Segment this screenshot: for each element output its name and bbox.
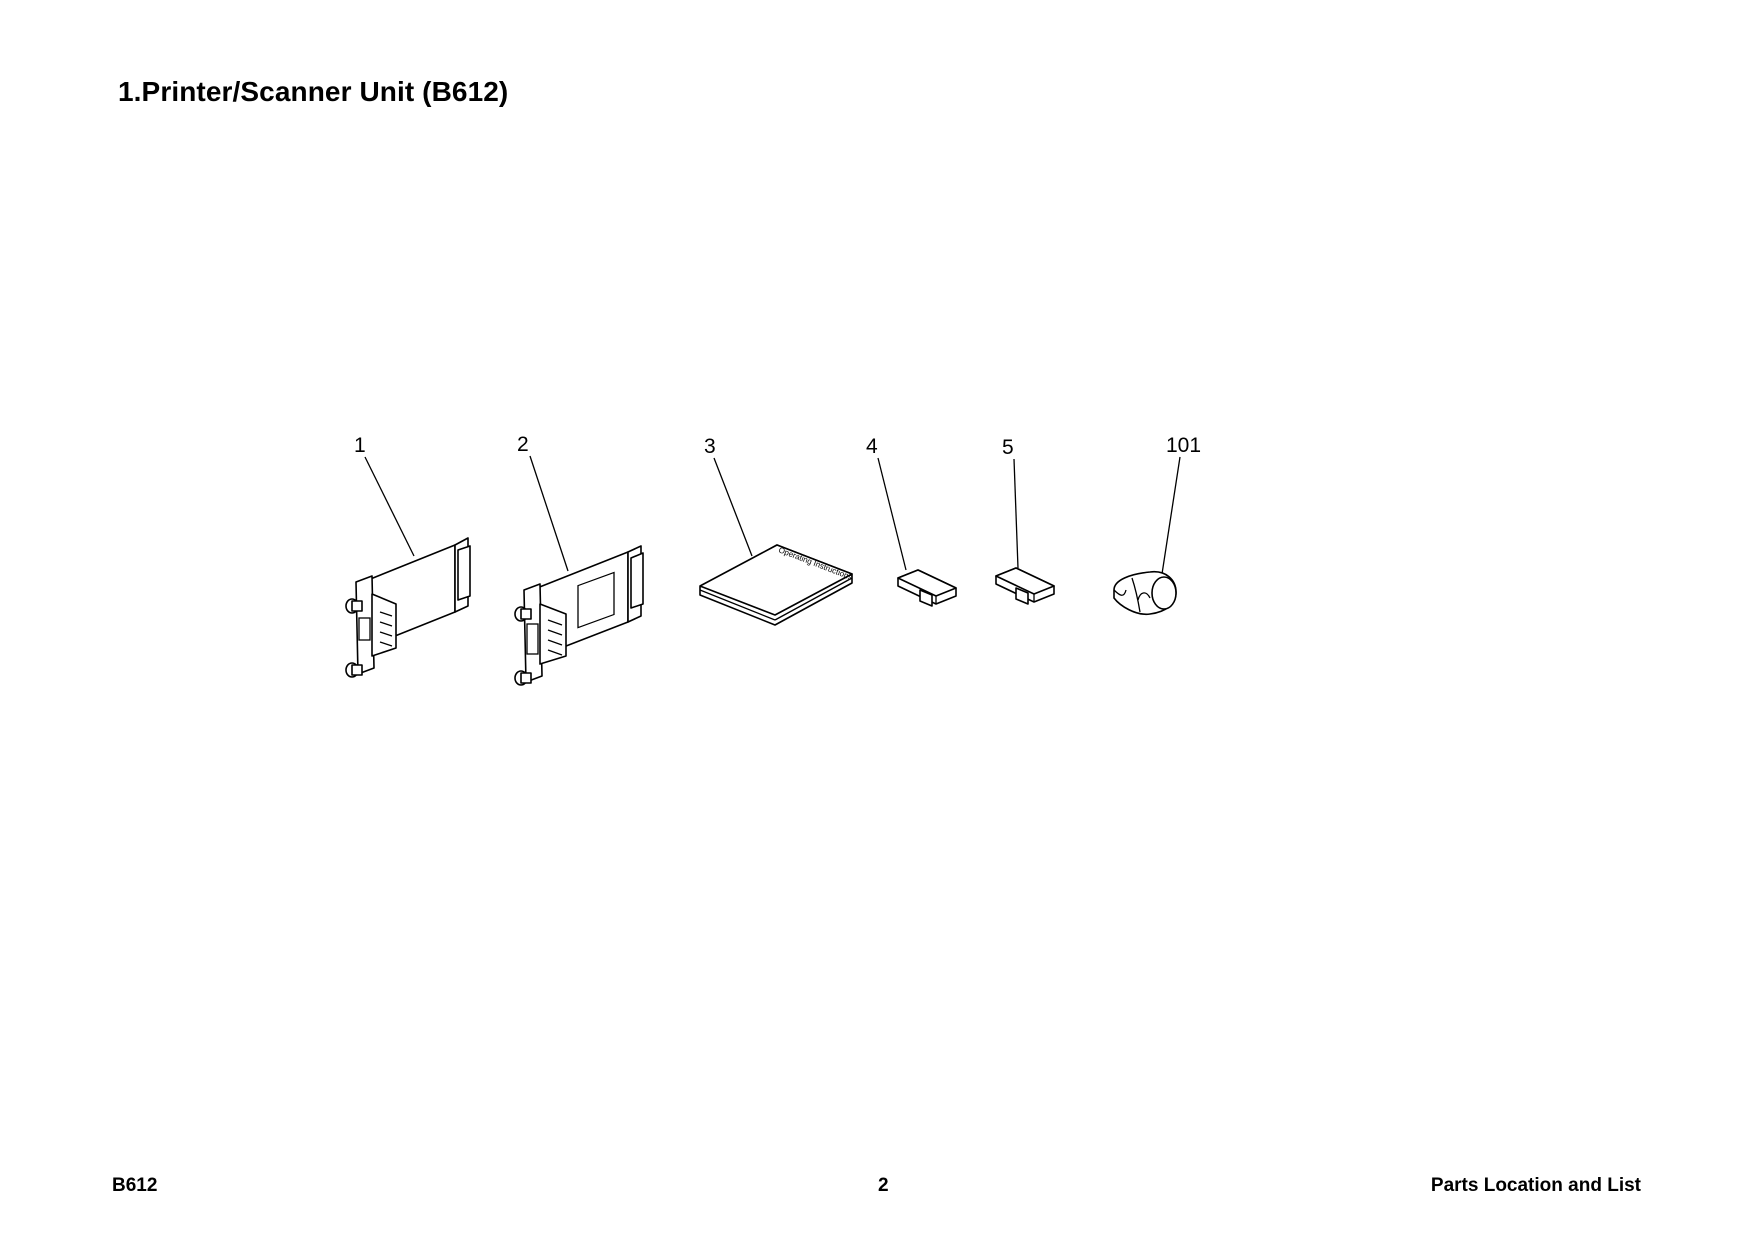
footer-section: Parts Location and List [1430,1175,1641,1196]
leader-line-101 [1161,456,1181,575]
leader-line-1 [364,456,415,557]
part-3-manual: 3 Operating Instructions [699,435,854,626]
part-1-controller-board: 1 [345,434,471,678]
callout-label-1: 1 [354,434,366,457]
part-5-clip: 5 [995,436,1055,605]
page-title: 1.Printer/Scanner Unit (B612) [118,76,509,107]
part-101-ferrite-core: 101 [1113,434,1201,616]
footer-page-number: 2 [878,1175,889,1196]
leader-line-4 [877,457,907,571]
leader-line-5 [1013,458,1019,569]
part-2-controller-board: 2 [514,433,644,686]
callout-label-5: 5 [1002,436,1014,459]
leader-line-2 [529,455,569,572]
footer-model: B612 [112,1175,158,1196]
callout-label-2: 2 [517,433,529,456]
part-4-clip: 4 [866,435,957,607]
callout-label-3: 3 [704,435,716,458]
callout-label-4: 4 [866,435,878,458]
leader-line-3 [713,457,753,557]
callout-label-101: 101 [1166,434,1201,457]
